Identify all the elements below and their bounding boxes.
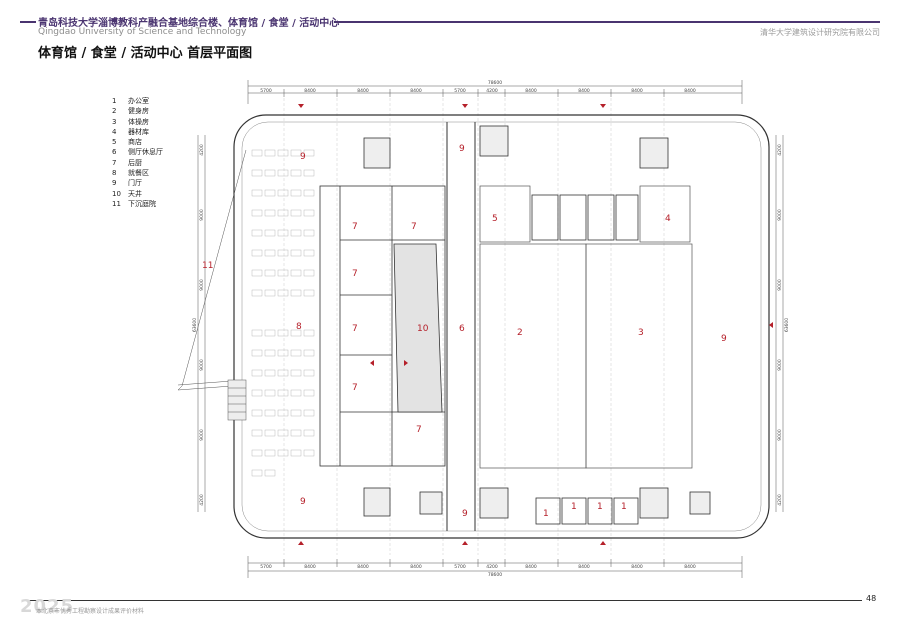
building-outline <box>233 114 770 539</box>
room-label-9: 9 <box>300 497 306 507</box>
sunken-courtyard <box>177 149 247 421</box>
dimension-bay: 5700 <box>454 88 466 94</box>
room-label-1: 1 <box>621 502 627 512</box>
side-dimension: 9000 <box>199 429 205 441</box>
room-label-10: 10 <box>417 324 429 334</box>
page-number: 48 <box>866 594 877 603</box>
side-dimension: 9000 <box>199 279 205 291</box>
dimension-total-top: 78600 <box>488 80 502 86</box>
kitchen-block <box>319 185 446 467</box>
footer-rule <box>22 600 862 601</box>
room-label-9: 9 <box>459 144 465 154</box>
header-rule-right <box>334 21 880 23</box>
dimension-bay: 4200 <box>486 88 498 94</box>
room-label-2: 2 <box>517 328 523 338</box>
side-dimension: 4200 <box>777 494 783 506</box>
dimension-bay: 8400 <box>631 88 643 94</box>
dimension-bay: 8400 <box>578 564 590 570</box>
central-corridor <box>446 122 476 531</box>
dimension-bay: 8400 <box>525 564 537 570</box>
side-dimension: 9000 <box>777 279 783 291</box>
university-name-en: Qingdao University of Science and Techno… <box>38 27 247 37</box>
side-dimension: 9000 <box>199 359 205 371</box>
side-dimension: 4200 <box>199 144 205 156</box>
room-label-7: 7 <box>352 222 358 232</box>
project-title: 青岛科技大学淄博教科产融合基地综合楼、体育馆 / 食堂 / 活动中心 <box>38 18 340 29</box>
room-label-1: 1 <box>571 502 577 512</box>
side-dimension-total: 63600 <box>784 318 790 332</box>
entrance-markers <box>298 104 773 545</box>
room-label-9: 9 <box>300 152 306 162</box>
side-dimension: 4200 <box>777 144 783 156</box>
stair-cores <box>363 125 711 519</box>
header-rule-left <box>20 21 36 23</box>
dimension-bay: 8400 <box>410 564 422 570</box>
dimension-bay: 8400 <box>684 88 696 94</box>
room-label-7: 7 <box>411 222 417 232</box>
room-label-1: 1 <box>597 502 603 512</box>
room-label-6: 6 <box>459 324 465 334</box>
dimension-bay: 5700 <box>260 88 272 94</box>
side-dimension: 9000 <box>777 209 783 221</box>
dimension-ticks <box>283 89 665 567</box>
restroom-block <box>531 194 639 241</box>
dimension-bay: 8400 <box>304 88 316 94</box>
side-dimension-total: 63600 <box>192 318 198 332</box>
side-dimension: 9000 <box>199 209 205 221</box>
dimension-bay: 8400 <box>304 564 316 570</box>
side-dimension-lines <box>197 135 784 512</box>
dimension-bay: 8400 <box>578 88 590 94</box>
dimension-bay: 8400 <box>410 88 422 94</box>
side-dimension: 9000 <box>777 429 783 441</box>
room-label-8: 8 <box>296 322 302 332</box>
institute-name: 清华大学建筑设计研究院有限公司 <box>760 28 880 37</box>
dimension-lines-bottom <box>247 556 743 578</box>
dimension-bay: 5700 <box>260 564 272 570</box>
dimension-bay: 8400 <box>357 88 369 94</box>
room-label-9: 9 <box>721 334 727 344</box>
room-label-7: 7 <box>416 425 422 435</box>
room-label-3: 3 <box>638 328 644 338</box>
dimension-bay: 8400 <box>684 564 696 570</box>
dimension-lines-top <box>247 80 743 104</box>
dimension-bay: 8400 <box>631 564 643 570</box>
dimension-bay: 4200 <box>486 564 498 570</box>
room-label-11: 11 <box>202 261 213 271</box>
dining-seating <box>251 149 315 477</box>
room-label-9: 9 <box>462 509 468 519</box>
atrium <box>393 243 443 413</box>
room-label-7: 7 <box>352 269 358 279</box>
page-title: 体育馆 / 食堂 / 活动中心 首层平面图 <box>38 46 253 61</box>
room-label-5: 5 <box>492 214 498 224</box>
side-dimension: 9000 <box>777 359 783 371</box>
courts <box>479 185 693 469</box>
room-label-1: 1 <box>543 509 549 519</box>
room-label-7: 7 <box>352 324 358 334</box>
office-block <box>535 497 639 525</box>
room-label-7: 7 <box>352 383 358 393</box>
grid-axes <box>283 98 665 555</box>
footer-year: 2025 <box>20 596 75 617</box>
room-label-4: 4 <box>665 214 671 224</box>
footer-note: 本北京市优秀工程勘察设计成果评价材料 <box>36 608 145 615</box>
dimension-total-bottom: 78600 <box>488 572 502 578</box>
side-dimension: 4200 <box>199 494 205 506</box>
dimension-bay: 5700 <box>454 564 466 570</box>
dimension-bay: 8400 <box>357 564 369 570</box>
building-inner-outline <box>241 121 762 532</box>
dimension-bay: 8400 <box>525 88 537 94</box>
